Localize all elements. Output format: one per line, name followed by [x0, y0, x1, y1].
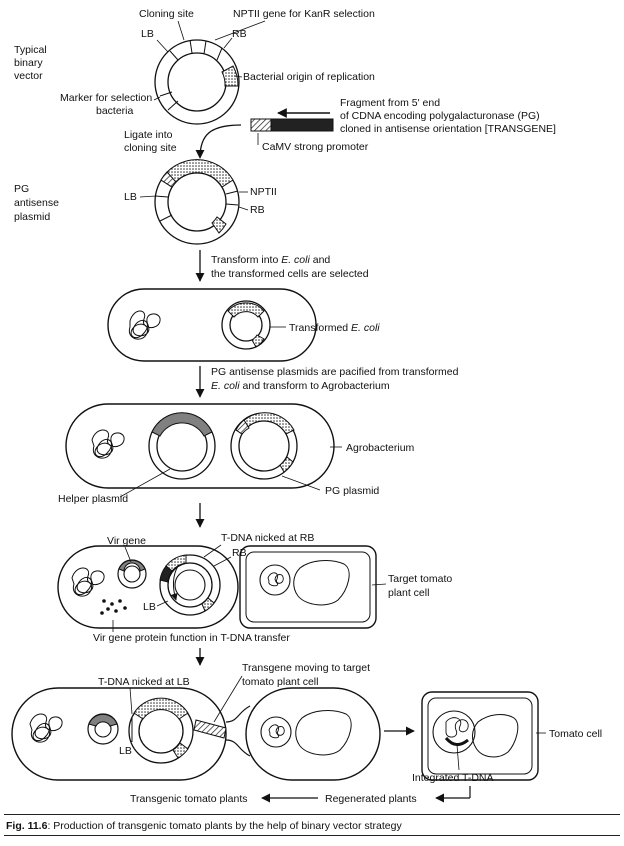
caption-rule-bottom: [4, 835, 620, 836]
label-integrated-tdna: Integrated T-DNA: [412, 772, 494, 784]
transgene-fragment: [250, 118, 334, 132]
caption-rule-top: [4, 814, 620, 815]
label-helper-plasmid: Helper plasmid: [58, 493, 128, 505]
label-fragment-3: cloned in antisense orientation [TRANSGE…: [340, 123, 556, 135]
agrobacterium-cell: [65, 403, 335, 489]
label-target-1: Target tomato: [388, 573, 452, 585]
label-tomato-cell: Tomato cell: [549, 728, 602, 740]
caption-fig-number: Fig. 11.6: [6, 820, 48, 832]
label-fragment-1: Fragment from 5' end: [340, 97, 440, 109]
label-rb: RB: [232, 28, 247, 40]
label-agrobacterium: Agrobacterium: [346, 442, 415, 454]
label-transform-2: the transformed cells are selected: [211, 268, 369, 280]
transformed-ecoli-cell: [107, 288, 317, 362]
leader-lines-vector: [153, 20, 266, 101]
agrobacterium-tdna-lb: [11, 687, 227, 781]
label-target-2: plant cell: [388, 587, 429, 599]
label-purified-1: PG antisense plasmids are pacified from …: [211, 366, 459, 378]
label-nptii-kanr: NPTII gene for KanR selection: [233, 8, 375, 20]
figure-caption: Fig. 11.6: Production of transgenic toma…: [6, 820, 618, 832]
label-bacterial-origin: Bacterial origin of replication: [243, 71, 375, 83]
label-cloning-site: Cloning site: [139, 8, 194, 20]
conjugation-bridge: [225, 705, 251, 757]
moving-transgene: [193, 719, 227, 739]
label-vir-protein: Vir gene protein function in T-DNA trans…: [93, 632, 290, 644]
label-rb-3: RB: [232, 547, 247, 559]
label-ligate-2: cloning site: [124, 142, 177, 154]
label-regenerated: Regenerated plants: [325, 793, 417, 805]
label-camv: CaMV strong promoter: [262, 141, 369, 153]
label-vector: vector: [14, 70, 43, 82]
label-lb-3: LB: [143, 601, 156, 613]
label-purified-2: E. coli and transform to Agrobacterium: [211, 380, 390, 392]
label-pg-plasmid: PG plasmid: [325, 485, 379, 497]
ligate-arrow: [195, 124, 242, 159]
label-antisense: antisense: [14, 197, 59, 209]
caption-text: : Production of transgenic tomato plants…: [47, 820, 402, 832]
label-transform-1: Transform into E. coli and: [211, 254, 330, 266]
label-lb: LB: [141, 28, 154, 40]
pg-antisense-plasmid: [154, 159, 240, 245]
label-tdna-lb: T-DNA nicked at LB: [98, 676, 190, 688]
label-transgene-1: Transgene moving to target: [242, 662, 370, 674]
label-lb-4: LB: [119, 745, 132, 757]
leader-lines-pg: [139, 191, 249, 211]
label-typical: Typical: [14, 44, 47, 56]
target-tomato-cell: [239, 545, 377, 629]
label-marker-2: bacteria: [96, 105, 134, 117]
label-transgene-2: tomato plant cell: [242, 676, 318, 688]
typical-binary-vector: [154, 39, 240, 125]
label-transgenic: Transgenic tomato plants: [130, 793, 248, 805]
label-nptii: NPTII: [250, 186, 277, 198]
label-lb-2: LB: [124, 191, 137, 203]
label-fragment-2: of CDNA encoding polygalacturonase (PG): [340, 110, 540, 122]
label-binary: binary: [14, 57, 43, 69]
tomato-cell: [421, 691, 539, 781]
label-vir-gene: Vir gene: [107, 535, 146, 547]
label-ligate-1: Ligate into: [124, 129, 173, 141]
label-marker-1: Marker for selection: [60, 92, 152, 104]
label-tdna-rb: T-DNA nicked at RB: [221, 532, 314, 544]
agrobacterium-tdna-rb: [57, 545, 239, 629]
label-plasmid: plasmid: [14, 211, 50, 223]
label-rb-2: RB: [250, 204, 265, 216]
recipient-plant-cell: [245, 687, 381, 781]
label-transformed-ecoli: Transformed E. coli: [289, 322, 380, 334]
label-pg: PG: [14, 183, 29, 195]
